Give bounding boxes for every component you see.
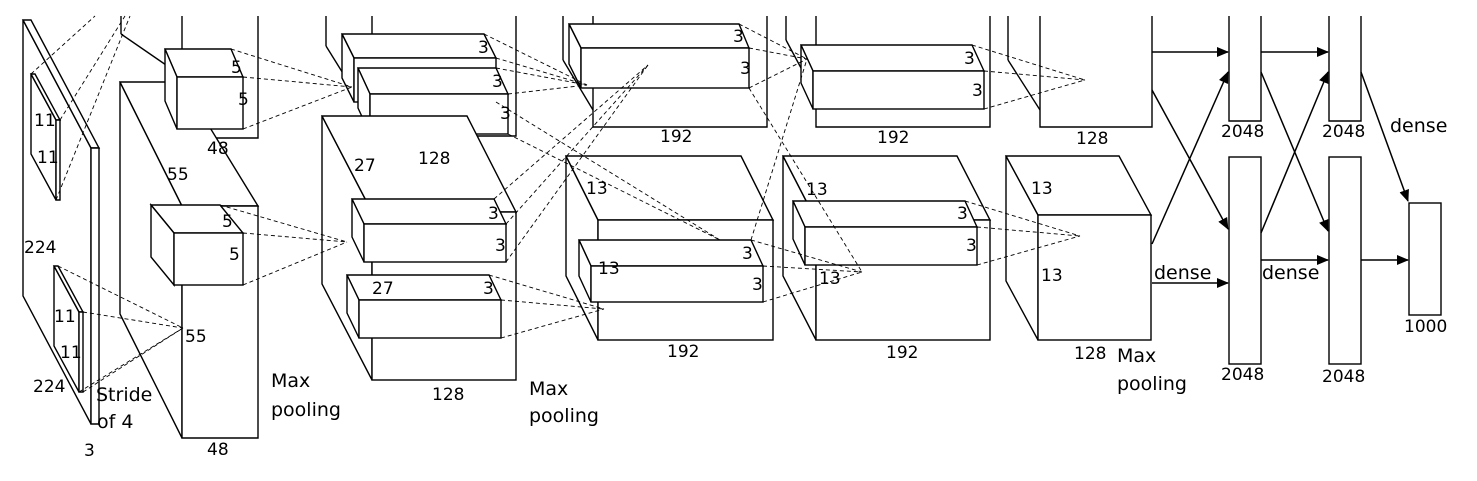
conv4-kernel-top — [799, 44, 986, 110]
conv3-kernel-top — [567, 23, 751, 89]
conv2-kernel-label: 3 — [483, 279, 494, 299]
conv1-size-label: 55 — [167, 165, 189, 185]
input-kernel-label: 11 — [34, 111, 56, 131]
input-image — [21, 19, 101, 425]
conv5-size-label: 13 — [1031, 179, 1053, 199]
conv3-kernel-label: 3 — [742, 244, 753, 264]
conv2-size-label: 27 — [372, 279, 394, 299]
fc7-size-label: 2048 — [1322, 122, 1365, 142]
conv5-bottom-block — [1004, 155, 1153, 341]
conv1-kernel-top — [163, 48, 245, 130]
stride-label: of 4 — [97, 411, 133, 433]
conv3-kernel-label: 3 — [740, 59, 751, 79]
conv4-size-label: 13 — [819, 269, 841, 289]
conv2-kernels-bottom — [345, 198, 508, 339]
conv2-kernel-label: 3 — [495, 236, 506, 256]
fc6-bottom — [1228, 156, 1262, 365]
conv4-kernel-label: 3 — [964, 49, 975, 69]
pool2-label: Max — [529, 378, 568, 400]
conv1-kernel-bottom — [149, 203, 245, 287]
conv2-kernel-label: 3 — [500, 104, 511, 124]
input-size-label: 224 — [33, 377, 65, 397]
conv2-kernel-label: 3 — [478, 38, 489, 58]
conv1-size-label: 55 — [185, 327, 207, 347]
fc7-bottom — [1328, 156, 1362, 365]
fc7-size-label: 2048 — [1322, 367, 1365, 387]
conv3-size-label: 13 — [586, 179, 608, 199]
input-kernel-label: 11 — [54, 307, 76, 327]
pool2-label: pooling — [529, 405, 599, 427]
conv4-depth-label: 192 — [886, 343, 918, 363]
fc6-size-label: 2048 — [1221, 122, 1264, 142]
conv1-kernel-label: 5 — [231, 58, 242, 78]
output-size-label: 1000 — [1404, 317, 1447, 337]
output-layer — [1408, 202, 1442, 316]
stride-label: Stride — [96, 384, 152, 406]
conv3-size-label: 13 — [598, 259, 620, 279]
connection-lines — [30, 15, 1086, 393]
input-kernel-label: 11 — [60, 343, 82, 363]
conv3-depth-label: 192 — [660, 127, 692, 147]
dense-label: dense — [1154, 262, 1211, 284]
conv3-kernel-label: 3 — [752, 275, 763, 295]
conv3-kernel-label: 3 — [733, 27, 744, 47]
conv4-size-label: 13 — [806, 180, 828, 200]
conv1-depth-label: 48 — [207, 440, 229, 460]
pool3-label: Max — [1117, 345, 1156, 367]
conv1-kernel-label: 5 — [229, 245, 240, 265]
dense-label: dense — [1262, 262, 1319, 284]
conv2-depth-label: 128 — [418, 149, 450, 169]
conv1-kernel-label: 5 — [222, 212, 233, 232]
conv2-kernel-label: 3 — [492, 72, 503, 92]
conv4-kernel-label: 3 — [966, 236, 977, 256]
pool1-label: pooling — [271, 399, 341, 421]
input-kernel-top — [29, 73, 62, 201]
pool1-label: Max — [271, 370, 310, 392]
dense-label: dense — [1390, 115, 1447, 137]
input-size-label: 224 — [24, 238, 56, 258]
fc6-top — [1228, 16, 1262, 122]
conv5-size-label: 13 — [1041, 266, 1063, 286]
conv3-depth-label: 192 — [667, 342, 699, 362]
conv5-depth-label: 128 — [1076, 129, 1108, 149]
conv2-depth-label: 128 — [432, 385, 464, 405]
pool3-label: pooling — [1117, 373, 1187, 395]
conv4-kernel-bottom — [791, 200, 979, 266]
conv3-kernel-bottom — [577, 239, 765, 303]
conv2-size-label: 27 — [354, 156, 376, 176]
conv4-kernel-label: 3 — [972, 81, 983, 101]
fc7-top — [1328, 16, 1362, 122]
input-depth-label: 3 — [84, 441, 95, 461]
conv4-kernel-label: 3 — [957, 204, 968, 224]
fc-arrows — [1151, 47, 1409, 288]
conv1-kernel-label: 5 — [238, 90, 249, 110]
conv1-depth-label: 48 — [207, 139, 229, 159]
input-kernel-label: 11 — [37, 148, 59, 168]
conv5-depth-label: 128 — [1074, 344, 1106, 364]
conv2-kernel-label: 3 — [488, 204, 499, 224]
conv5-top-block — [1007, 16, 1153, 128]
fc6-size-label: 2048 — [1221, 365, 1264, 385]
conv2-kernels-top — [340, 33, 510, 135]
conv4-depth-label: 192 — [877, 128, 909, 148]
